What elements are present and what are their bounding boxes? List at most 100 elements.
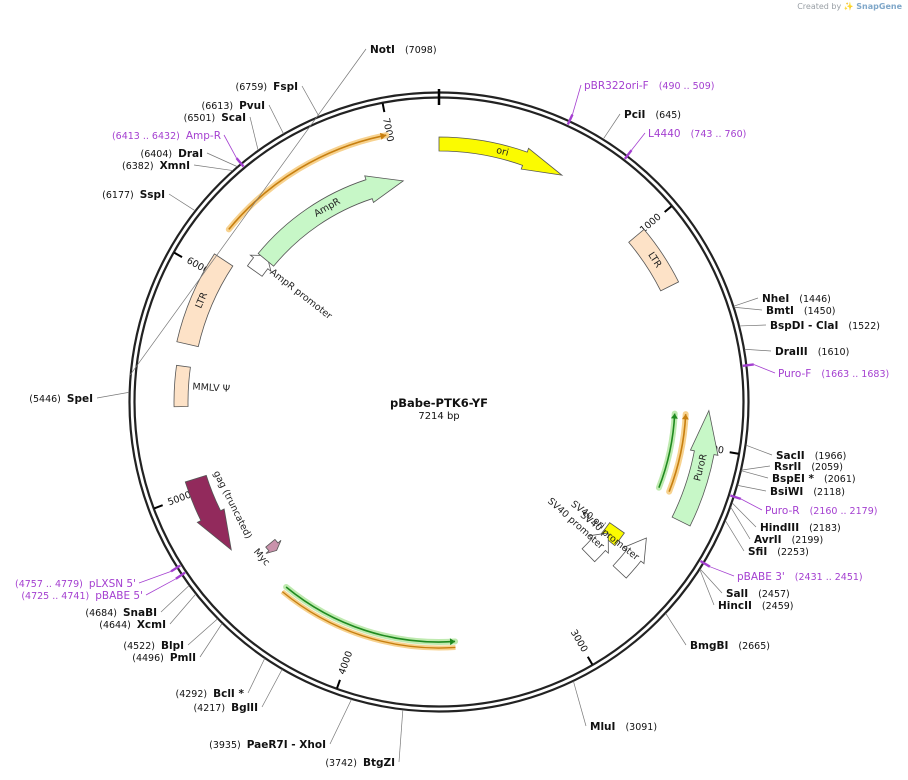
site-fspi[interactable]: (6759)FspI [236,81,320,117]
primer-position: (1663 .. 1683) [821,369,889,380]
site-leader-line [725,520,745,552]
site-leader-line [734,306,763,311]
site-rsrii[interactable]: RsrII(2059) [741,461,843,473]
tick-mark [153,504,164,510]
site-position: (4292) [176,689,208,700]
site-position: (4496) [132,653,164,664]
primer-name: pBR322ori-F [584,80,649,92]
site-xmni[interactable]: (6382)XmnI [122,160,233,172]
primer-name: L4440 [648,128,681,140]
primer-leader-line [709,566,735,577]
site-position: (1522) [848,321,880,332]
site-paer7i-xhoi[interactable]: (3935)PaeR7I - XhoI [209,699,352,751]
site-pcii[interactable]: PciI(645) [602,109,681,140]
site-name: BmtI [766,305,794,317]
site-snabi[interactable]: (4684)SnaBI [85,585,190,619]
tick-mark [173,251,183,258]
site-position: (3935) [209,740,241,751]
site-label: (3935)PaeR7I - XhoI [209,739,326,751]
site-blpi[interactable]: (4522)BlpI [123,618,218,652]
site-spei[interactable]: (5446)SpeI [29,391,130,405]
orf-line [281,591,456,649]
site-hincii[interactable]: HincII(2459) [699,569,794,612]
primer-position: (490 .. 509) [659,81,715,92]
site-bcli-[interactable]: (4292)BclI * [176,658,266,700]
site-position: (4217) [193,703,225,714]
site-position: (6404) [141,149,173,160]
site-position: (2457) [758,589,790,600]
site-label: BspDI - ClaI(1522) [770,320,880,332]
primer-pbabe-3-[interactable]: pBABE 3'(2431 .. 2451) [699,559,863,583]
site-btgzi[interactable]: (3742)BtgZI [325,709,404,769]
site-leader-line [249,116,259,151]
site-draiii[interactable]: DraIII(1610) [744,346,849,358]
site-noti[interactable]: NotI(7098) [129,44,437,376]
primer-plxsn-5-[interactable]: (4757 .. 4779)pLXSN 5' [15,564,181,590]
primer-l4440[interactable]: L4440(743 .. 760) [623,128,746,160]
site-sfii[interactable]: SfiI(2253) [725,520,809,558]
site-leader-line [741,465,771,471]
primer-label: pBABE 3'(2431 .. 2451) [737,571,863,583]
credit-text: Created by [797,2,842,11]
site-bsiwi[interactable]: BsiWI(2118) [737,485,845,498]
site-label: (4292)BclI * [176,688,245,700]
primer-pbabe-5-[interactable]: (4725 .. 4741)pBABE 5' [21,571,186,602]
site-name: ScaI [221,112,246,124]
site-label: SfiI(2253) [748,546,809,558]
primer-puro-r[interactable]: Puro-R(2160 .. 2179) [729,494,877,517]
site-sacii[interactable]: SacII(1966) [745,444,846,462]
feature-ori: ori [438,136,564,176]
site-pvui[interactable]: (6613)PvuI [201,100,284,134]
primer-puro-f[interactable]: Puro-F(1663 .. 1683) [742,363,889,380]
tick-label: 3000 [568,628,590,654]
site-position: (6177) [102,190,134,201]
site-bmgbi[interactable]: BmgBI(2665) [665,613,770,652]
feature-label: AmpR promoter [268,267,334,322]
site-bspdi-clai[interactable]: BspDI - ClaI(1522) [739,320,880,332]
site-label: (6501)ScaI [184,112,246,124]
site-position: (1450) [804,306,836,317]
site-leader-line [268,104,284,134]
site-label: BsiWI(2118) [770,486,845,498]
site-name: PciI [624,109,645,121]
orf-arrowhead [379,132,387,140]
site-pmli[interactable]: (4496)PmlI [132,623,223,664]
site-name: BlpI [161,640,184,652]
site-sspi[interactable]: (6177)SspI [102,189,196,212]
site-leader-line [602,113,621,140]
site-nhei[interactable]: NheI(1446) [733,293,831,307]
site-drai[interactable]: (6404)DraI [141,148,238,167]
site-label: (4496)PmlI [132,652,196,664]
site-bglii[interactable]: (4217) BglII [193,669,283,714]
primer-name: Puro-R [765,505,800,517]
site-name: BglII [231,702,258,714]
primer-pbr322ori-f[interactable]: pBR322ori-F (490 .. 509) [566,80,715,125]
site-position: (1610) [818,347,850,358]
site-mlui[interactable]: MluI(3091) [573,681,657,733]
tick-label: 4000 [337,650,355,676]
tick-mark [586,656,594,666]
feature-label: ori [495,145,510,159]
primer-amp-r[interactable]: (6413 .. 6432)Amp-R [112,130,245,168]
site-label: (6382)XmnI [122,160,190,172]
site-avrii[interactable]: AvrII(2199) [730,506,824,546]
tick-mark [729,451,739,455]
site-scai[interactable]: (6501)ScaI [184,112,259,151]
feature-shape [581,532,609,563]
site-leader-line [261,669,283,708]
primer-leader-line [138,571,172,584]
site-position: (5446) [29,394,61,405]
site-name: AvrII [754,534,782,546]
feature-shape [438,136,564,176]
site-xcmi[interactable]: (4644)XcmI [99,593,196,631]
primer-name: pLXSN 5' [89,578,136,590]
site-name: HincII [718,600,752,612]
feature-shape [246,254,272,277]
site-bmti[interactable]: BmtI (1450) [734,305,835,317]
site-hindiii[interactable]: HindIII(2183) [731,502,841,534]
site-sali[interactable]: SalI(2457) [699,568,790,600]
site-bspei-[interactable]: BspEI *(2061) [741,470,856,485]
site-label: (4684)SnaBI [85,607,157,619]
feature-purор: PuroR [671,409,719,527]
site-name: SacII [776,450,805,462]
